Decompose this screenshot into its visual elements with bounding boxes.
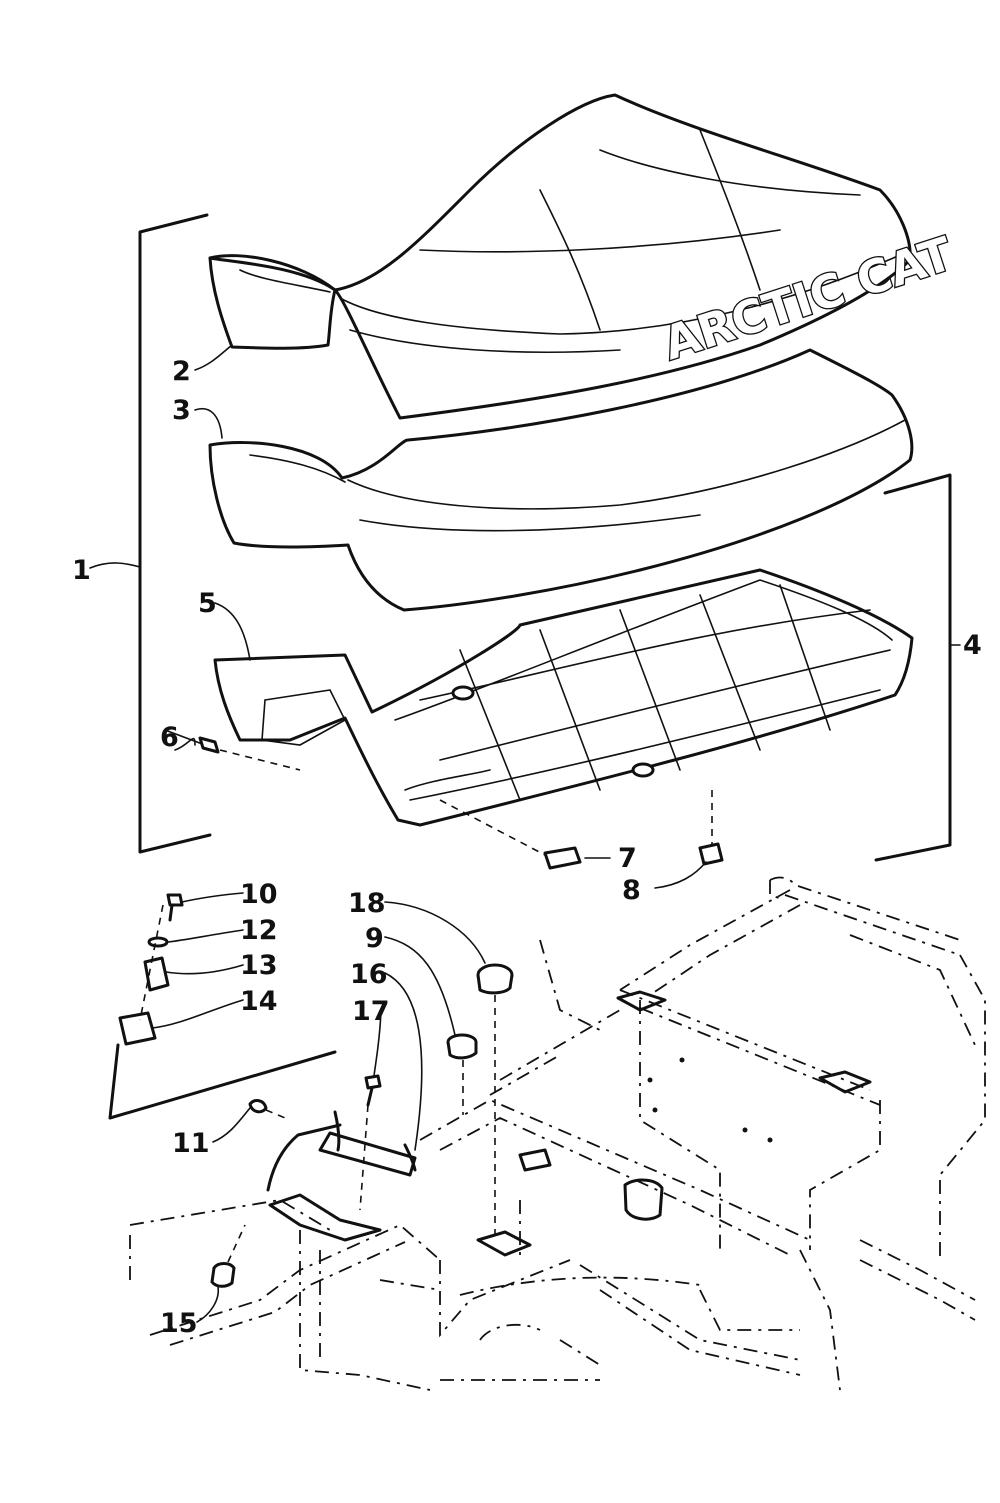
callout-7: 7 [618,843,637,874]
callout-2: 2 [172,356,191,387]
callout-3: 3 [172,395,191,426]
callout-8: 8 [622,875,641,906]
seat-cover: ARCTIC CAT [208,93,961,420]
callout-4: 4 [963,630,982,661]
grommet-part [446,1033,478,1115]
leader-lines [89,344,961,1323]
assembly-bracket-4 [874,473,952,862]
callout-12: 12 [240,915,278,946]
callout-16: 16 [350,959,388,990]
hardware-stack [108,893,337,1120]
callout-11: 11 [172,1128,210,1159]
bolt-part [359,1074,382,1211]
callout-14: 14 [240,986,278,1017]
callout-15: 15 [160,1308,198,1339]
knob-part [476,963,514,1240]
callout-5: 5 [198,588,217,619]
hook-bracket [266,1110,417,1192]
assembly-bracket-1 [138,213,212,854]
bumper-part [210,1224,246,1288]
callout-13: 13 [240,950,278,981]
clip-part [698,790,724,866]
bracket-plate [439,799,582,870]
rivet-part [164,729,301,771]
callout-labels: 1 2 3 4 5 6 7 8 9 10 11 12 13 14 15 16 1… [72,356,982,1339]
callout-18: 18 [348,888,386,919]
callout-9: 9 [365,923,384,954]
callout-6: 6 [160,722,179,753]
callout-1: 1 [72,555,91,586]
seat-base [213,568,914,827]
fastener-part [248,1099,291,1121]
seat-foam [208,348,914,612]
callout-17: 17 [352,996,390,1027]
vehicle-frame [129,876,986,1391]
callout-10: 10 [240,879,278,910]
